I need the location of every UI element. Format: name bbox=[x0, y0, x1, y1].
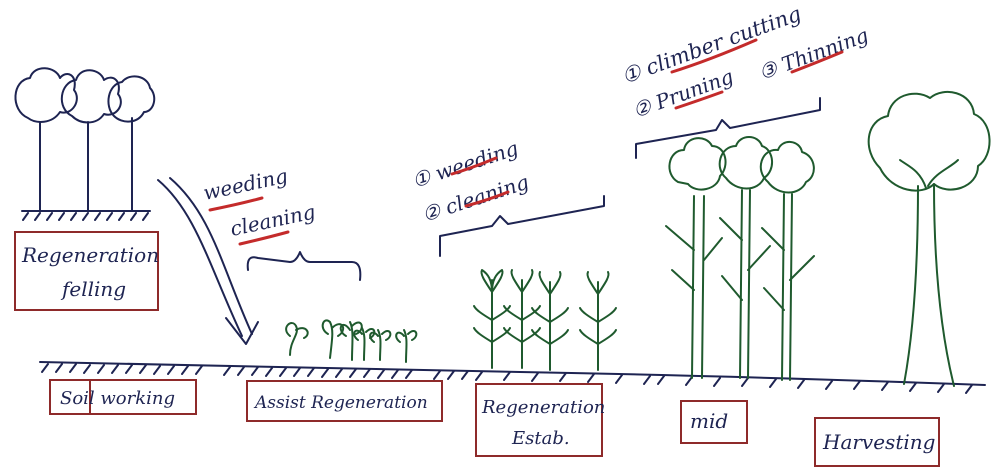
regeneration-estab-label-1: Regeneration bbox=[481, 397, 605, 418]
assist-operations: weeding cleaning bbox=[201, 164, 362, 281]
mid-operations: ① climber cutting ② Pruning ③ Thinning bbox=[619, 1, 872, 159]
assist-regeneration-box: Assist Regeneration bbox=[246, 380, 443, 422]
regeneration-felling-box: Regeneration felling bbox=[14, 231, 159, 311]
seedlings-icon bbox=[285, 319, 418, 363]
harvest-tree-icon bbox=[867, 90, 991, 387]
pole-trees-icon bbox=[665, 136, 815, 381]
saplings-icon bbox=[473, 269, 617, 371]
ground-line bbox=[39, 361, 986, 394]
assist-weeding-label: weeding bbox=[201, 164, 290, 205]
regeneration-estab-label-2: Estab. bbox=[511, 428, 570, 449]
harvesting-label: Harvesting bbox=[822, 430, 935, 454]
curved-arrow-icon bbox=[157, 177, 259, 345]
regeneration-felling-label-1: Regeneration bbox=[21, 243, 159, 267]
regeneration-felling-label-2: felling bbox=[60, 277, 126, 301]
soil-working-label: Soil working bbox=[60, 388, 175, 409]
mid-box: mid bbox=[680, 400, 748, 444]
harvesting-box: Harvesting bbox=[814, 417, 940, 467]
estab-operations: ① weeding ② cleaning bbox=[409, 136, 605, 257]
assist-regeneration-label: Assist Regeneration bbox=[253, 393, 428, 413]
regeneration-estab-box: Regeneration Estab. bbox=[475, 383, 605, 457]
mid-label: mid bbox=[690, 409, 728, 433]
soil-working-box: Soil working bbox=[49, 379, 197, 415]
mature-trees-icon bbox=[14, 67, 156, 221]
